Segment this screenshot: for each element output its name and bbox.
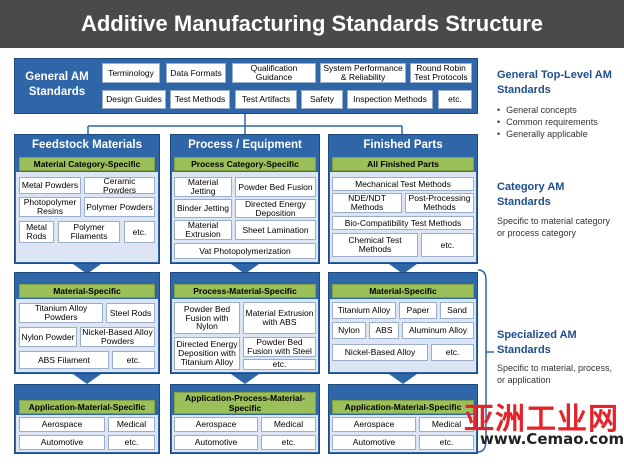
parts-cell-automotive: Automotive (332, 435, 416, 450)
process-cell-specific-etc: etc. (243, 359, 316, 370)
side-specialized-title: Specialized AM Standards (497, 329, 577, 357)
feedstock-cell-photopolymer-resins: Photopolymer Resins (19, 197, 81, 217)
standard-cell-data-formats: Data Formats (166, 63, 226, 83)
feedstock-arrow-1 (73, 264, 101, 274)
standard-cell-round-robin: Round Robin Test Protocols (410, 63, 472, 83)
side-specialized-text: Specific to material, process, or applic… (497, 363, 613, 386)
side-category-text: Specific to material category or process… (497, 216, 611, 239)
parts-specific-label: Material-Specific (332, 284, 474, 298)
feedstock-header: Feedstock Materials (32, 139, 142, 151)
feedstock-cell-medical: Medical (108, 417, 155, 432)
parts-cell-mechanical-test: Mechanical Test Methods (332, 177, 474, 191)
feedstock-cell-app-etc: etc. (108, 435, 155, 450)
feedstock-cell-polymer-powders: Polymer Powders (84, 197, 155, 217)
side-general-bullet: Common requirements (497, 116, 621, 128)
feedstock-cell-aerospace: Aerospace (19, 417, 105, 432)
side-general-title: General Top-Level AM Standards (497, 69, 612, 97)
parts-app-label: Application-Material-Specific (332, 400, 474, 414)
process-cell-extrusion-abs: Material Extrusion with ABS (243, 302, 316, 334)
parts-category-label: All Finished Parts (332, 157, 474, 171)
general-standards-header: General AM Standards (25, 71, 89, 98)
parts-cell-nickel-alloy: Nickel-Based Alloy (332, 344, 428, 361)
standard-cell-inspection-methods: Inspection Methods (347, 90, 433, 109)
feedstock-cell-metal-rods: Metal Rods (19, 221, 54, 243)
standard-cell-test-methods: Test Methods (170, 90, 230, 109)
feedstock-arrow-2 (73, 374, 101, 384)
feedstock-category-label: Material Category-Specific (19, 157, 155, 171)
feedstock-cell-polymer-filaments: Polymer Filaments (58, 221, 120, 243)
standard-cell-terminology: Terminology (102, 63, 160, 83)
parts-cell-biocompatibility: Bio-Compatibility Test Methods (332, 216, 474, 230)
process-arrow-1 (231, 264, 259, 274)
standard-cell-design-guides: Design Guides (102, 90, 166, 109)
feedstock-cell-ceramic-powders: Ceramic Powders (84, 176, 155, 194)
standard-cell-qualification-guidance: Qualification Guidance (232, 63, 316, 83)
feedstock-cell-specific-etc: etc. (112, 351, 155, 369)
parts-cell-category-etc: etc. (421, 233, 474, 257)
side-general-bullets: General concepts Common requirements Gen… (497, 104, 621, 140)
parts-cell-abs: ABS (369, 322, 399, 339)
side-general-bullet: Generally applicable (497, 128, 621, 140)
parts-cell-nylon: Nylon (332, 322, 366, 339)
process-cell-ded-titanium: Directed Energy Deposition with Titanium… (174, 337, 240, 370)
process-specific-label: Process-Material-Specific (174, 284, 316, 298)
process-cell-pbf-nylon: Powder Bed Fusion with Nylon (174, 302, 240, 334)
process-category-label: Process Category-Specific (174, 157, 316, 171)
standard-cell-test-artifacts: Test Artifacts (235, 90, 297, 109)
process-cell-pbf-steel: Powder Bed Fusion with Steel (243, 337, 316, 357)
standard-cell-safety: Safety (301, 90, 343, 109)
process-cell-aerospace: Aerospace (174, 417, 258, 432)
process-cell-powder-bed-fusion: Powder Bed Fusion (235, 177, 316, 197)
process-cell-material-jetting: Material Jetting (174, 177, 232, 197)
standard-cell-etc: etc. (438, 90, 472, 109)
process-cell-directed-energy: Directed Energy Deposition (235, 199, 316, 218)
feedstock-cell-nickel-powders: Nickel-Based Alloy Powders (80, 327, 155, 347)
page-title: Additive Manufacturing Standards Structu… (0, 0, 624, 48)
feedstock-specific-label: Material-Specific (19, 284, 155, 298)
parts-header: Finished Parts (363, 139, 443, 151)
process-cell-automotive: Automotive (174, 435, 258, 450)
feedstock-cell-titanium-powders: Titanium Alloy Powders (19, 303, 103, 323)
standard-cell-system-performance: System Performance & Reliability (320, 63, 406, 83)
parts-arrow-2 (389, 374, 417, 384)
process-cell-vat-photopolymerization: Vat Photopolymerization (174, 243, 316, 259)
side-general-bullet: General concepts (497, 104, 621, 116)
parts-cell-aerospace: Aerospace (332, 417, 416, 432)
feedstock-cell-abs-filament: ABS Filament (19, 351, 109, 369)
watermark-logo-text: 亚洲工业网 (464, 402, 619, 437)
process-cell-material-extrusion: Material Extrusion (174, 220, 232, 240)
parts-cell-sand: Sand (440, 302, 474, 319)
feedstock-cell-steel-rods: Steel Rods (106, 303, 155, 323)
parts-cell-paper: Paper (399, 302, 437, 319)
feedstock-cell-automotive: Automotive (19, 435, 105, 450)
feedstock-cell-nylon-powder: Nylon Powder (19, 327, 77, 347)
parts-cell-nde-ndt: NDE/NDT Methods (332, 193, 402, 213)
feedstock-cell-etc: etc. (124, 221, 155, 243)
process-arrow-2 (231, 374, 259, 384)
parts-cell-specific-etc: etc. (431, 344, 474, 361)
side-category-title: Category AM Standards (497, 181, 565, 209)
parts-arrow-1 (389, 264, 417, 274)
process-header: Process / Equipment (188, 139, 302, 151)
feedstock-app-label: Application-Material-Specific (19, 400, 155, 414)
parts-cell-chemical-test: Chemical Test Methods (332, 233, 418, 257)
process-app-label: Application-Process-Material-Specific (174, 392, 316, 414)
parts-cell-app-etc: etc. (419, 435, 474, 450)
process-cell-binder-jetting: Binder Jetting (174, 199, 232, 218)
parts-cell-medical: Medical (419, 417, 474, 432)
process-cell-sheet-lamination: Sheet Lamination (235, 220, 316, 240)
feedstock-cell-metal-powders: Metal Powders (19, 177, 81, 194)
process-cell-medical: Medical (261, 417, 316, 432)
process-cell-app-etc: etc. (261, 435, 316, 450)
parts-cell-aluminum-alloy: Aluminum Alloy (402, 322, 474, 339)
parts-cell-post-processing: Post-Processing Methods (405, 193, 474, 213)
watermark-url: www.Cemao.com (480, 430, 624, 448)
parts-cell-titanium-alloy: Titanium Alloy (332, 302, 396, 319)
